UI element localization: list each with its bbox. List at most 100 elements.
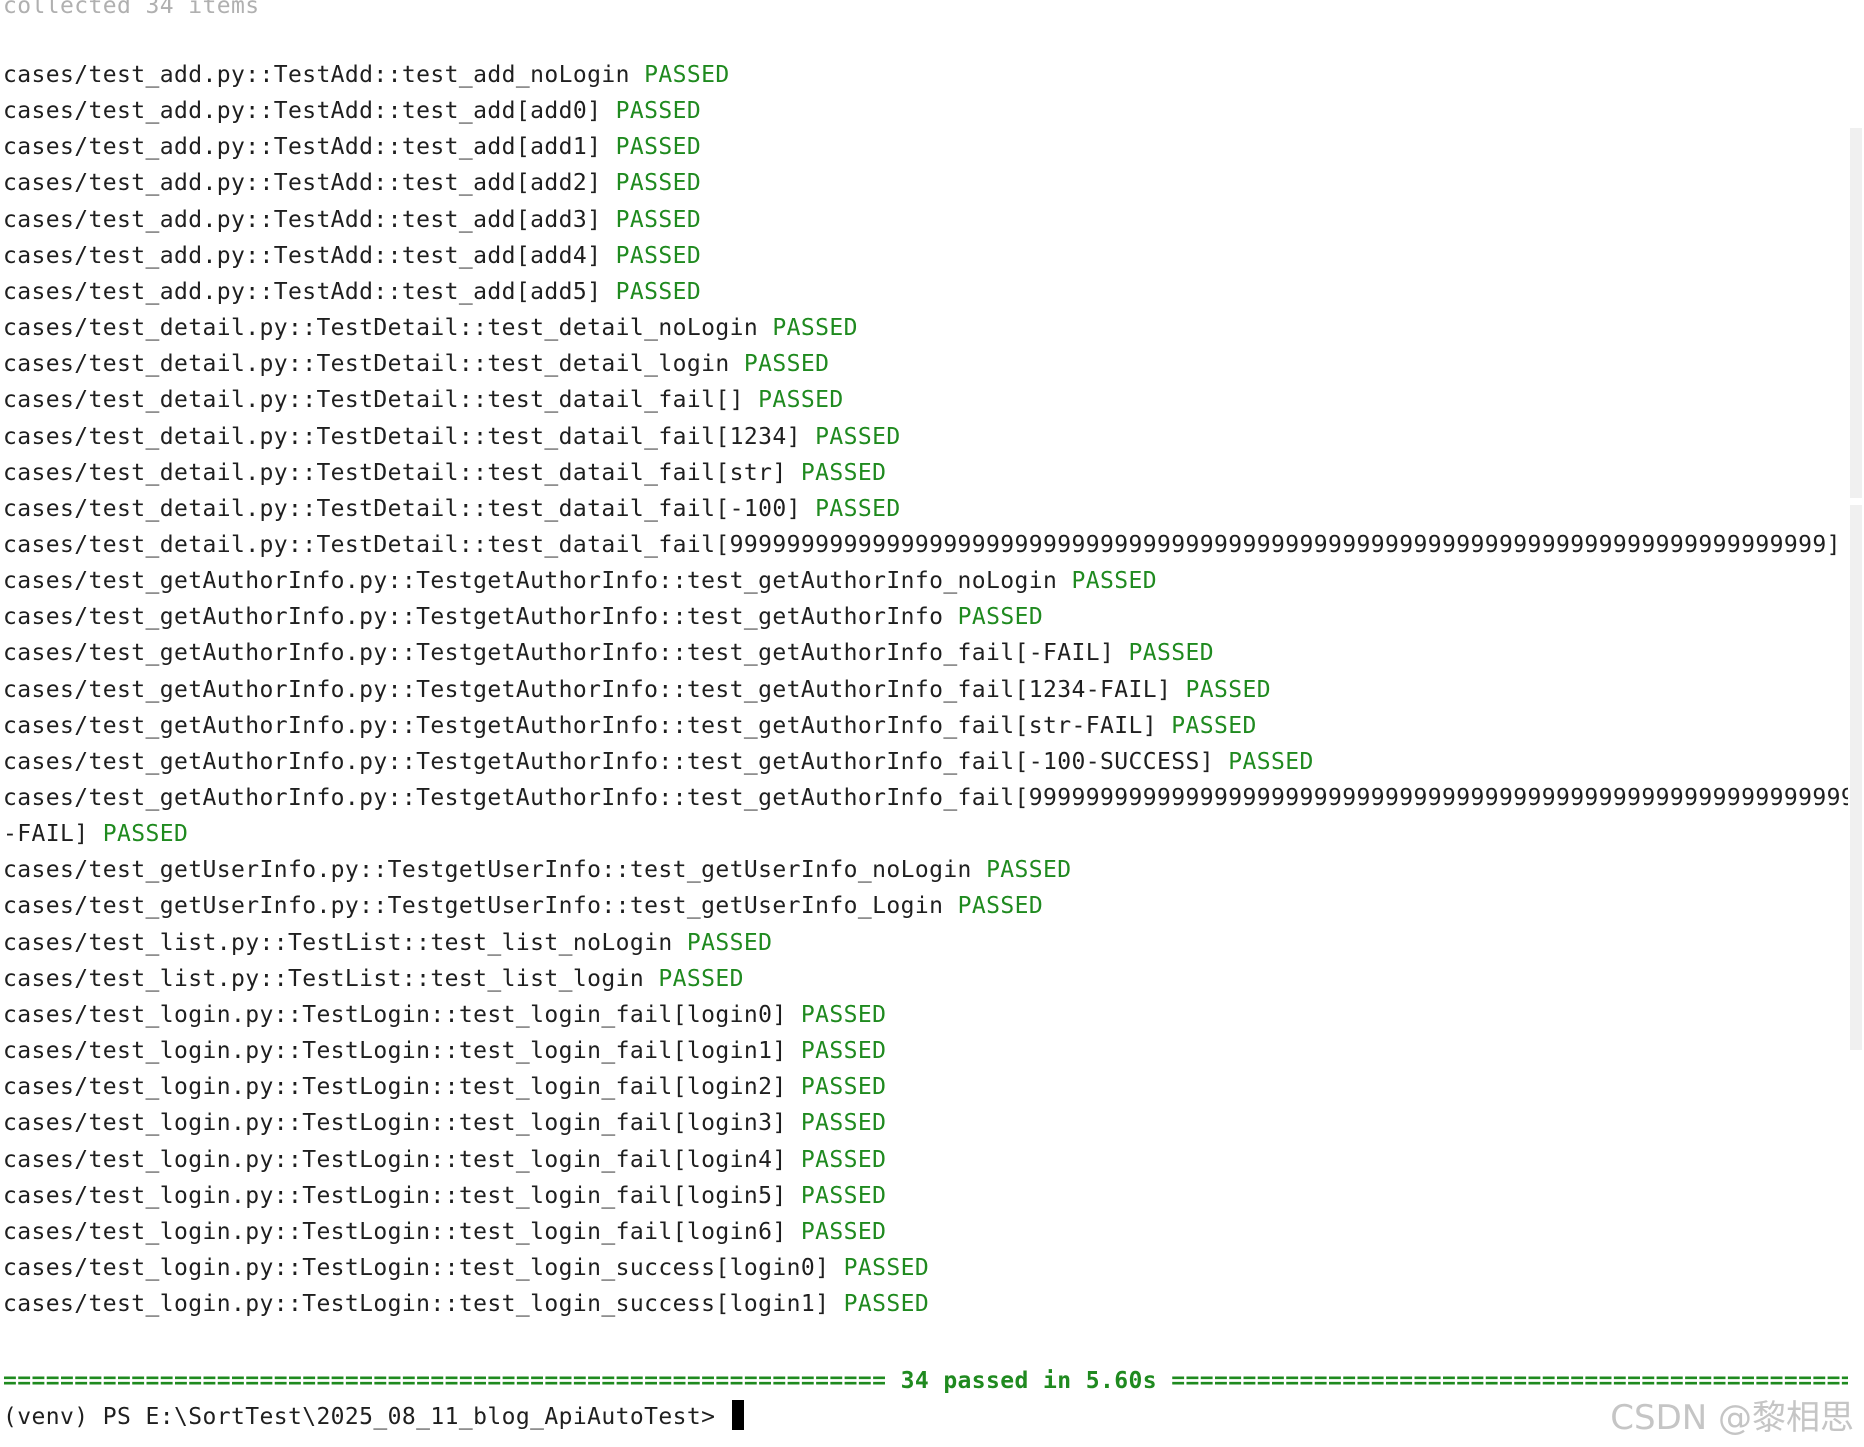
test-id: cases/test_add.py::TestAdd::test_add[add… [3, 170, 602, 196]
text-cursor [731, 1400, 744, 1430]
test-result-line: cases/test_getAuthorInfo.py::TestgetAuth… [3, 708, 1257, 744]
test-result-line: cases/test_add.py::TestAdd::test_add[add… [3, 165, 701, 201]
test-id: cases/test_login.py::TestLogin::test_log… [3, 1002, 787, 1028]
test-id: cases/test_getAuthorInfo.py::TestgetAuth… [3, 568, 1058, 594]
status-passed: PASSED [615, 207, 702, 233]
test-result-line: cases/test_getAuthorInfo.py::TestgetAuth… [3, 599, 1043, 635]
test-result-line: cases/test_login.py::TestLogin::test_log… [3, 1250, 929, 1286]
status-passed: PASSED [800, 1147, 887, 1173]
status-passed: PASSED [615, 98, 702, 124]
status-passed: PASSED [1128, 640, 1215, 666]
test-result-line: cases/test_login.py::TestLogin::test_log… [3, 997, 886, 1033]
test-id: cases/test_add.py::TestAdd::test_add[add… [3, 207, 602, 233]
status-passed: PASSED [615, 134, 702, 160]
test-id: cases/test_add.py::TestAdd::test_add[add… [3, 98, 602, 124]
test-result-line: cases/test_login.py::TestLogin::test_log… [3, 1069, 886, 1105]
test-id: cases/test_detail.py::TestDetail::test_d… [3, 532, 1841, 558]
test-result-line: cases/test_add.py::TestAdd::test_add[add… [3, 202, 701, 238]
test-id: cases/test_add.py::TestAdd::test_add[add… [3, 243, 602, 269]
test-id: cases/test_detail.py::TestDetail::test_d… [3, 387, 744, 413]
status-passed: PASSED [800, 1183, 887, 1209]
test-id: cases/test_getAuthorInfo.py::TestgetAuth… [3, 785, 1848, 811]
summary-line: ========================================… [3, 1368, 1848, 1394]
status-passed: PASSED [615, 170, 702, 196]
test-result-line: cases/test_detail.py::TestDetail::test_d… [3, 346, 829, 382]
test-id: -FAIL] [3, 821, 89, 847]
status-passed: PASSED [772, 315, 858, 341]
status-passed: PASSED [658, 966, 744, 992]
scrollbar-thumb-lower[interactable] [1850, 505, 1862, 1050]
status-passed: PASSED [1171, 713, 1257, 739]
status-passed: PASSED [743, 351, 830, 377]
test-id: cases/test_list.py::TestList::test_list_… [3, 966, 645, 992]
vertical-scrollbar[interactable] [1848, 0, 1864, 1447]
test-result-line: cases/test_getAuthorInfo.py::TestgetAuth… [3, 780, 1848, 816]
test-result-line: cases/test_add.py::TestAdd::test_add[add… [3, 129, 701, 165]
status-passed: PASSED [843, 1255, 930, 1281]
test-result-line: cases/test_getUserInfo.py::TestgetUserIn… [3, 888, 1043, 924]
collected-line: collected 34 items [3, 0, 260, 19]
test-result-line: cases/test_getAuthorInfo.py::TestgetAuth… [3, 672, 1271, 708]
test-result-line: cases/test_add.py::TestAdd::test_add[add… [3, 93, 701, 129]
test-result-line: cases/test_list.py::TestList::test_list_… [3, 925, 772, 961]
test-id: cases/test_getAuthorInfo.py::TestgetAuth… [3, 713, 1158, 739]
test-result-line: cases/test_add.py::TestAdd::test_add[add… [3, 238, 701, 274]
test-result-line: cases/test_detail.py::TestDetail::test_d… [3, 419, 901, 455]
status-passed: PASSED [758, 387, 844, 413]
test-id: cases/test_list.py::TestList::test_list_… [3, 930, 673, 956]
test-id: cases/test_detail.py::TestDetail::test_d… [3, 351, 730, 377]
status-passed: PASSED [800, 1002, 887, 1028]
status-passed: PASSED [1185, 677, 1272, 703]
test-result-line: cases/test_login.py::TestLogin::test_log… [3, 1033, 886, 1069]
scrollbar-thumb[interactable] [1850, 128, 1862, 498]
test-id: cases/test_getUserInfo.py::TestgetUserIn… [3, 857, 972, 883]
status-passed: PASSED [957, 604, 1044, 630]
status-passed: PASSED [615, 279, 702, 305]
test-result-line: cases/test_detail.py::TestDetail::test_d… [3, 310, 858, 346]
test-result-line: cases/test_getAuthorInfo.py::TestgetAuth… [3, 563, 1157, 599]
status-passed: PASSED [800, 460, 887, 486]
test-id: cases/test_detail.py::TestDetail::test_d… [3, 460, 787, 486]
test-result-line: cases/test_login.py::TestLogin::test_log… [3, 1105, 886, 1141]
status-passed: PASSED [843, 1291, 930, 1317]
test-id: cases/test_getAuthorInfo.py::TestgetAuth… [3, 749, 1215, 775]
watermark: CSDN @黎相思 [1610, 1398, 1854, 1438]
test-result-line: cases/test_list.py::TestList::test_list_… [3, 961, 744, 997]
test-id: cases/test_login.py::TestLogin::test_log… [3, 1110, 787, 1136]
test-result-line: -FAIL] PASSED [3, 816, 188, 852]
test-result-line: cases/test_add.py::TestAdd::test_add_noL… [3, 57, 730, 93]
status-passed: PASSED [644, 62, 730, 88]
prompt-text: (venv) PS E:\SortTest\2025_08_11_blog_Ap… [3, 1404, 730, 1430]
test-id: cases/test_login.py::TestLogin::test_log… [3, 1074, 787, 1100]
shell-prompt[interactable]: (venv) PS E:\SortTest\2025_08_11_blog_Ap… [3, 1399, 744, 1435]
test-id: cases/test_detail.py::TestDetail::test_d… [3, 424, 801, 450]
test-result-line: cases/test_login.py::TestLogin::test_log… [3, 1286, 929, 1322]
test-result-line: cases/test_add.py::TestAdd::test_add[add… [3, 274, 701, 310]
status-passed: PASSED [815, 424, 901, 450]
test-result-line: cases/test_getAuthorInfo.py::TestgetAuth… [3, 744, 1314, 780]
test-id: cases/test_detail.py::TestDetail::test_d… [3, 496, 801, 522]
status-passed: PASSED [1228, 749, 1314, 775]
test-id: cases/test_login.py::TestLogin::test_log… [3, 1291, 830, 1317]
status-passed: PASSED [615, 243, 702, 269]
status-passed: PASSED [815, 496, 901, 522]
test-id: cases/test_add.py::TestAdd::test_add_noL… [3, 62, 630, 88]
test-id: cases/test_add.py::TestAdd::test_add[add… [3, 134, 602, 160]
test-result-line: cases/test_getAuthorInfo.py::TestgetAuth… [3, 635, 1214, 671]
test-result-line: cases/test_detail.py::TestDetail::test_d… [3, 491, 901, 527]
status-passed: PASSED [800, 1038, 887, 1064]
test-result-line: cases/test_detail.py::TestDetail::test_d… [3, 455, 886, 491]
status-passed: PASSED [102, 821, 189, 847]
test-id: cases/test_login.py::TestLogin::test_log… [3, 1038, 787, 1064]
status-passed: PASSED [800, 1074, 887, 1100]
status-passed: PASSED [986, 857, 1072, 883]
status-passed: PASSED [686, 930, 773, 956]
test-result-line: cases/test_detail.py::TestDetail::test_d… [3, 527, 1848, 563]
test-result-line: cases/test_login.py::TestLogin::test_log… [3, 1214, 886, 1250]
test-id: cases/test_login.py::TestLogin::test_log… [3, 1147, 787, 1173]
test-id: cases/test_getAuthorInfo.py::TestgetAuth… [3, 677, 1172, 703]
status-passed: PASSED [800, 1219, 887, 1245]
status-passed: PASSED [1071, 568, 1158, 594]
test-result-line: cases/test_login.py::TestLogin::test_log… [3, 1178, 886, 1214]
